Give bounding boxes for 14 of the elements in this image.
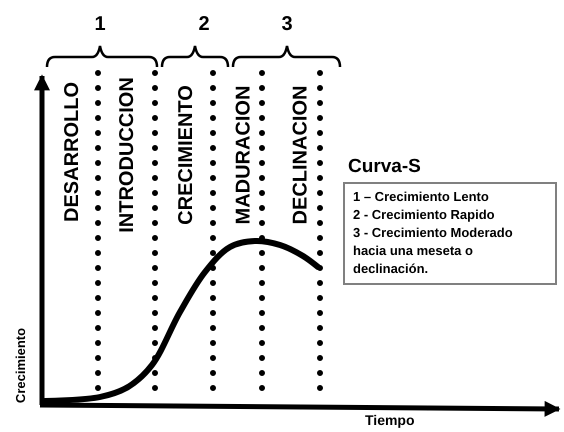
phase-number: 2 xyxy=(198,14,210,34)
legend-text: 1 – Crecimiento Lento xyxy=(353,188,490,206)
stage-label: MADURACION xyxy=(232,86,253,224)
axis-label: Crecimiento xyxy=(14,327,27,403)
phase-number: 1 xyxy=(94,14,106,34)
stage-label: DECLINACION xyxy=(290,86,310,224)
legend-text: 2 - Crecimiento Rapido xyxy=(353,206,496,224)
stage-label: INTRODUCCION xyxy=(116,77,137,233)
phase-number: 3 xyxy=(282,14,293,34)
stage-label: CRECIMIENTO xyxy=(176,85,196,225)
axis-label: Tiempo xyxy=(365,413,415,427)
legend-text: 3 - Crecimiento Moderado hacia una meseta o declinación. xyxy=(353,224,514,278)
legend-title: Curva-S xyxy=(348,156,421,178)
stage-label: DESARROLLO xyxy=(62,82,82,222)
